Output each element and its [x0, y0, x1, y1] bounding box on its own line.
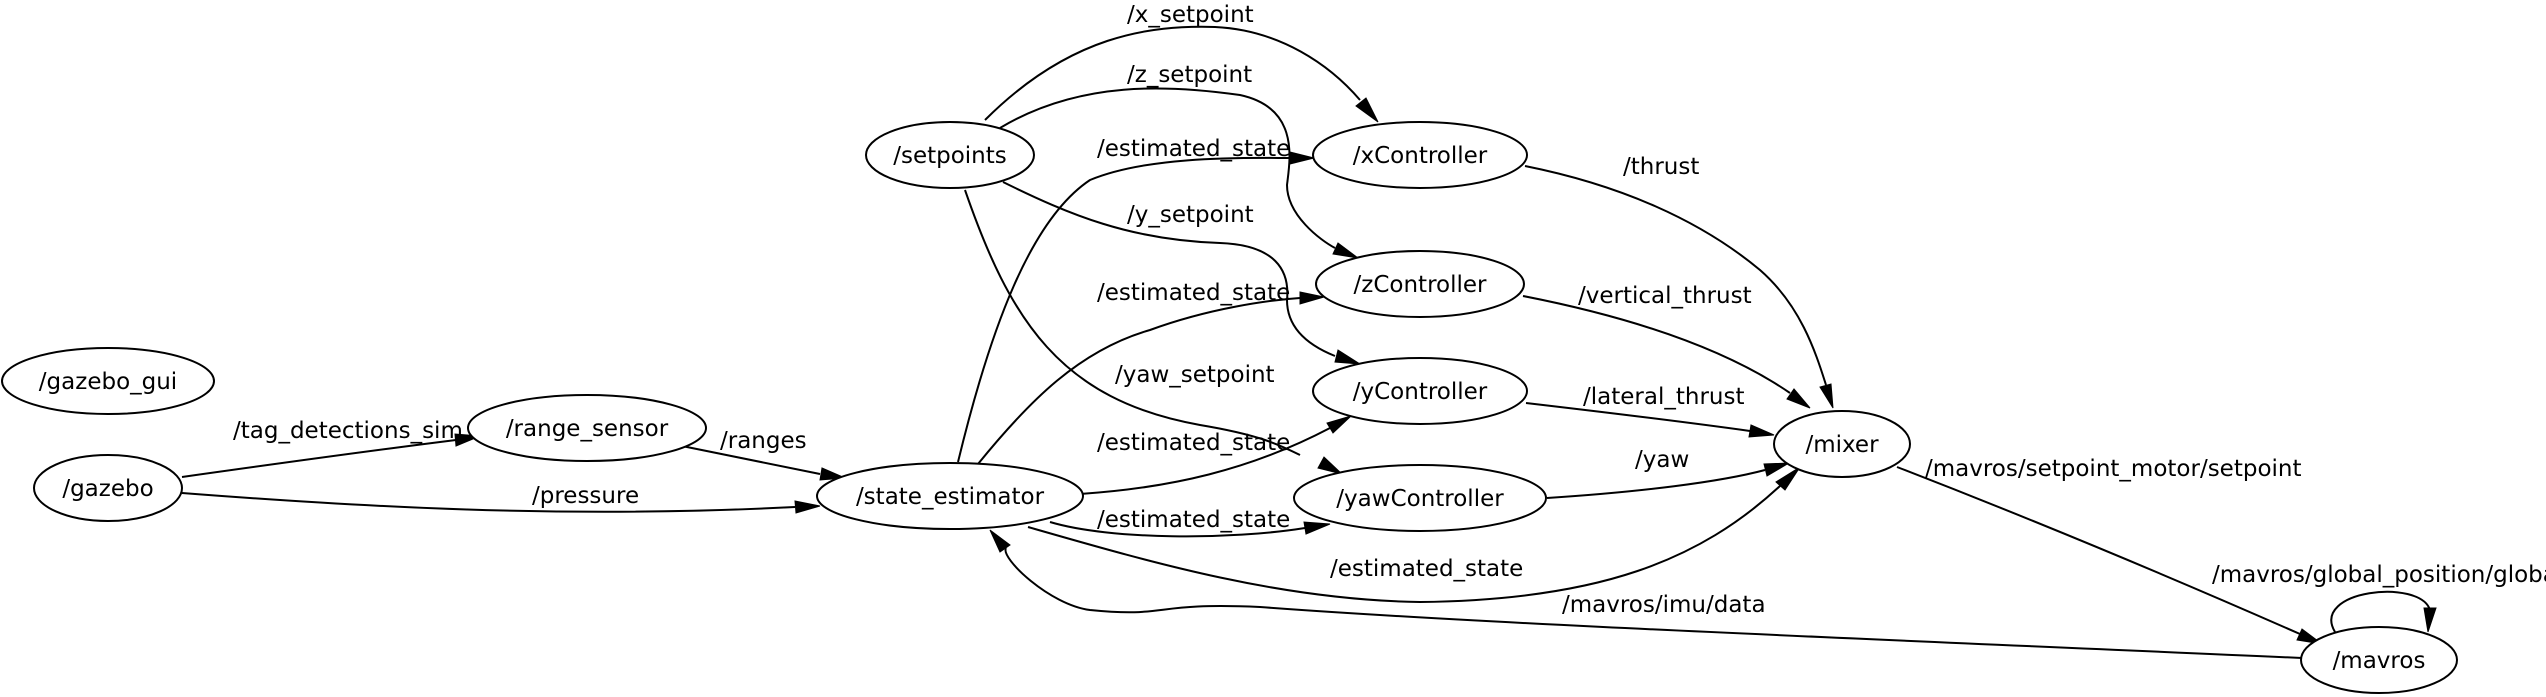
- node-label-mavros: /mavros: [2333, 648, 2426, 674]
- edge-label-lateral-thrust: /lateral_thrust: [1583, 384, 1744, 410]
- node-label-gazebo: /gazebo: [62, 476, 153, 502]
- edge-label-estimated-state-z: /estimated_state: [1097, 280, 1290, 306]
- edge-imu-data: /mavros/imu/data: [989, 529, 2303, 659]
- edge-label-estimated-state-yaw: /estimated_state: [1097, 507, 1290, 533]
- node-label-mixer: /mixer: [1805, 432, 1879, 458]
- node-label-yawcontroller: /yawController: [1336, 486, 1504, 512]
- edge-estimated-state-mixer: /estimated_state: [1027, 466, 1801, 604]
- edge-tag-detections-sim: /tag_detections_sim: [181, 418, 481, 478]
- edge-label-pressure: /pressure: [532, 483, 639, 509]
- node-ycontroller[interactable]: /yController: [1312, 357, 1528, 425]
- edge-ranges: /ranges: [681, 428, 846, 481]
- edge-thrust: /thrust: [1524, 154, 1834, 409]
- edge-label-global-position: /mavros/global_position/global: [2212, 562, 2546, 588]
- node-setpoints[interactable]: /setpoints: [865, 121, 1035, 189]
- node-label-range-sensor: /range_sensor: [506, 416, 669, 442]
- node-xcontroller[interactable]: /xController: [1312, 121, 1528, 189]
- edge-label-estimated-state-mixer: /estimated_state: [1330, 556, 1523, 582]
- edge-label-yaw-setpoint: /yaw_setpoint: [1115, 362, 1275, 388]
- node-gazebo-gui[interactable]: /gazebo_gui: [1, 347, 215, 415]
- edge-label-thrust: /thrust: [1623, 154, 1699, 180]
- edge-estimated-state-z: /estimated_state: [977, 280, 1325, 465]
- edge-global-position: /mavros/global_position/global: [2212, 562, 2546, 633]
- node-mixer[interactable]: /mixer: [1773, 410, 1911, 478]
- edge-label-estimated-state-x: /estimated_state: [1097, 136, 1290, 162]
- node-range-sensor[interactable]: /range_sensor: [467, 394, 707, 462]
- edge-yaw: /yaw: [1546, 447, 1790, 499]
- edge-label-z-setpoint: /z_setpoint: [1127, 62, 1252, 88]
- edge-label-setpoint-motor: /mavros/setpoint_motor/setpoint: [1925, 456, 2302, 482]
- node-label-setpoints: /setpoints: [893, 143, 1007, 169]
- edge-label-y-setpoint: /y_setpoint: [1127, 202, 1254, 228]
- node-gazebo[interactable]: /gazebo: [33, 454, 183, 522]
- node-label-ycontroller: /yController: [1353, 379, 1488, 405]
- edge-setpoint-motor: /mavros/setpoint_motor/setpoint: [1896, 456, 2323, 645]
- edge-x-setpoint: /x_setpoint: [984, 2, 1379, 123]
- edge-yaw-setpoint: /yaw_setpoint: [964, 189, 1344, 475]
- edge-label-tag-detections-sim: /tag_detections_sim: [233, 418, 463, 444]
- node-yawcontroller[interactable]: /yawController: [1293, 464, 1547, 532]
- edge-label-x-setpoint: /x_setpoint: [1127, 2, 1254, 28]
- edge-pressure: /pressure: [181, 483, 821, 514]
- edge-label-yaw: /yaw: [1635, 447, 1689, 473]
- edge-z-setpoint: /z_setpoint: [999, 62, 1359, 259]
- edge-estimated-state-y: /estimated_state: [1079, 415, 1352, 495]
- node-mavros[interactable]: /mavros: [2300, 626, 2458, 694]
- edge-estimated-state-x: /estimated_state: [957, 136, 1315, 463]
- node-label-state-estimator: /state_estimator: [856, 484, 1045, 510]
- node-label-gazebo-gui: /gazebo_gui: [39, 369, 177, 395]
- node-state-estimator[interactable]: /state_estimator: [816, 462, 1084, 530]
- edge-label-ranges: /ranges: [720, 428, 807, 454]
- edge-vertical-thrust: /vertical_thrust: [1522, 283, 1811, 409]
- edge-estimated-state-yaw: /estimated_state: [1049, 507, 1331, 538]
- node-zcontroller[interactable]: /zController: [1315, 250, 1525, 318]
- edge-label-imu-data: /mavros/imu/data: [1562, 592, 1766, 618]
- edge-label-estimated-state-y: /estimated_state: [1097, 430, 1290, 456]
- edge-label-vertical-thrust: /vertical_thrust: [1578, 283, 1752, 309]
- edge-y-setpoint: /y_setpoint: [1002, 181, 1361, 365]
- edge-lateral-thrust: /lateral_thrust: [1525, 384, 1775, 438]
- node-label-xcontroller: /xController: [1353, 143, 1488, 169]
- node-label-zcontroller: /zController: [1354, 272, 1488, 298]
